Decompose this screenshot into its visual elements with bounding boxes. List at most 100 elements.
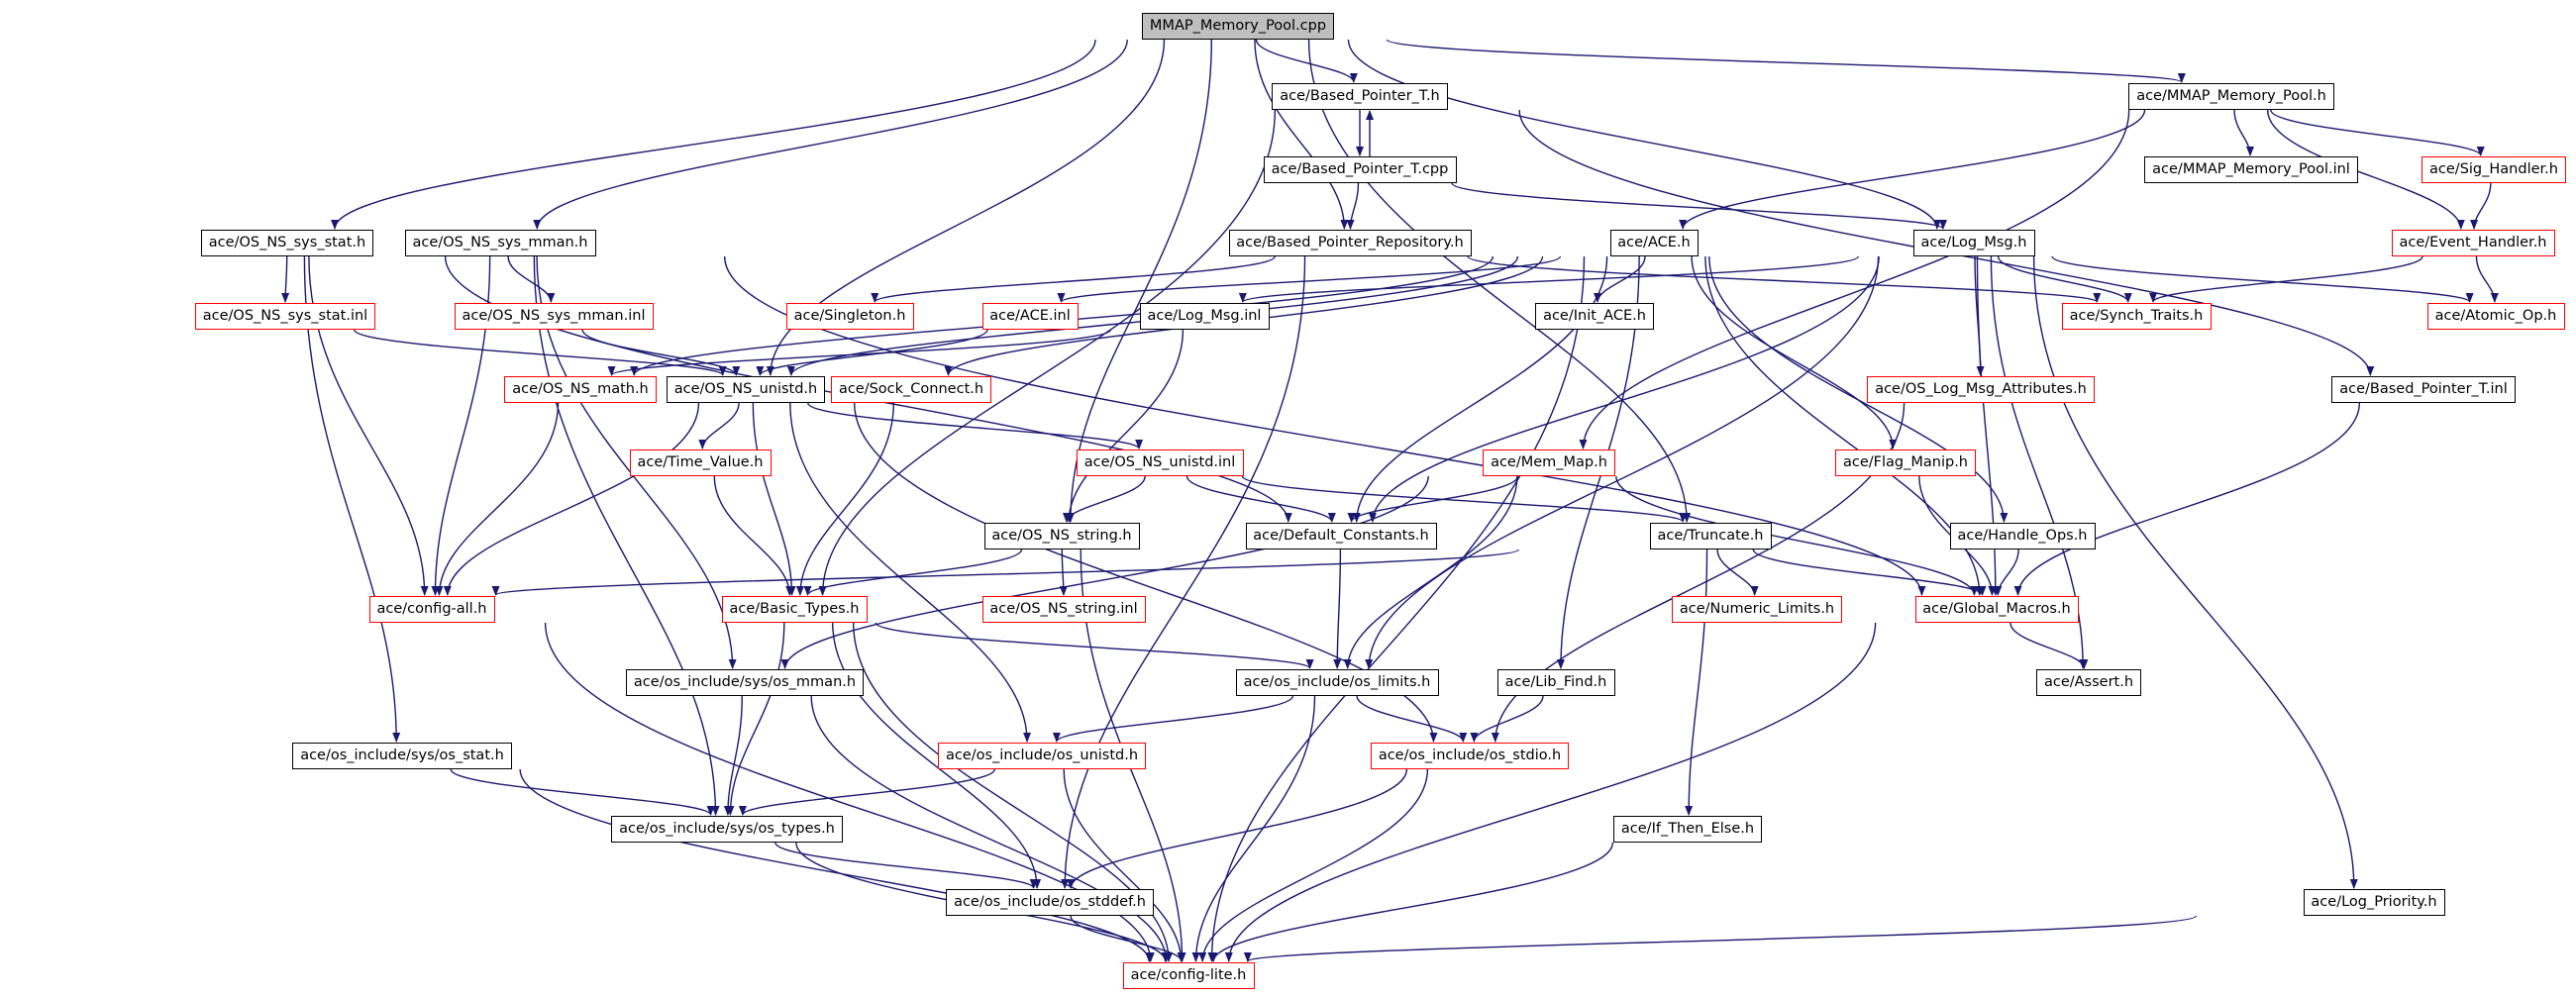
edge-ace-h-to-ace-inl [1057,255,1562,303]
node-os-types[interactable]: ace/os_include/sys/os_types.h [611,816,843,843]
node-assert-h[interactable]: ace/Assert.h [2036,669,2141,696]
node-os-sys-stat-inl[interactable]: ace/OS_NS_sys_stat.inl [195,303,375,330]
node-singleton[interactable]: ace/Singleton.h [785,303,914,330]
edge-mmap-cpp-to-based-ptr-h [1255,39,1358,83]
node-mmap-h[interactable]: ace/MMAP_Memory_Pool.h [2128,83,2334,110]
node-sig-handler[interactable]: ace/Sig_Handler.h [2421,156,2566,183]
node-os-unistd-inc[interactable]: ace/os_include/os_unistd.h [938,743,1146,769]
edge-lib-find-to-os-stdio [1470,695,1544,743]
node-numeric-limits[interactable]: ace/Numeric_Limits.h [1672,596,1842,623]
edge-os-stdio-to-config-lite [1198,768,1429,962]
node-ace-inl[interactable]: ace/ACE.inl [981,303,1079,330]
edge-os-sys-mman-inc-to-os-types [723,695,743,816]
node-os-sys-mman-inl[interactable]: ace/OS_NS_sys_mman.inl [454,303,654,330]
edge-mmap-cpp-to-truncate [1307,39,1692,523]
edge-ace-h-to-flag-manip [1691,255,1898,449]
edge-based-repo-to-synch-traits [1467,255,2101,303]
edge-based-repo-to-os-stddef [1061,255,1306,889]
node-os-sys-stat-inc[interactable]: ace/os_include/sys/os_stat.h [292,743,512,769]
edge-os-sys-stat-h-to-os-sys-stat-inc [303,255,401,743]
node-atomic-op[interactable]: ace/Atomic_Op.h [2426,303,2565,330]
node-os-sys-mman-h[interactable]: ace/OS_NS_sys_mman.h [404,230,596,256]
edge-mmap-cpp-to-mmap-h [1386,39,2186,83]
edge-based-ptr-inl-to-global-macros [2013,402,2361,596]
edge-mem-map-to-default-constants [1347,475,1519,523]
edge-os-unistd-h-to-config-all [443,402,700,596]
edge-sig-handler-to-event-handler [2470,182,2492,230]
node-lib-find[interactable]: ace/Lib_Find.h [1496,669,1615,696]
node-os-sys-mman-inc[interactable]: ace/os_include/sys/os_mman.h [626,669,864,696]
node-if-then-else[interactable]: ace/If_Then_Else.h [1613,816,1762,843]
node-based-ptr-cpp[interactable]: ace/Based_Pointer_T.cpp [1263,156,1457,183]
node-os-unistd-inl[interactable]: ace/OS_NS_unistd.inl [1076,449,1244,476]
node-synch-traits[interactable]: ace/Synch_Traits.h [2061,303,2212,330]
node-based-repo[interactable]: ace/Based_Pointer_Repository.h [1228,230,1472,256]
edge-log-msg-h-to-default-constants [1368,255,1880,523]
node-os-stdio[interactable]: ace/os_include/os_stdio.h [1371,743,1569,769]
edge-os-stdio-to-os-stddef [1067,768,1408,889]
edge-os-unistd-inl-to-truncate [1241,475,1687,523]
edge-os-unistd-inc-to-os-types [739,768,995,816]
node-based-ptr-inl[interactable]: ace/Based_Pointer_T.inl [2331,376,2516,403]
edge-os-types-to-os-stddef [774,842,1038,889]
node-mmap-cpp[interactable]: MMAP_Memory_Pool.cpp [1142,13,1334,40]
node-default-constants[interactable]: ace/Default_Constants.h [1245,523,1437,549]
node-basic-types[interactable]: ace/Basic_Types.h [721,596,868,623]
edge-basic-types-to-os-limits [875,622,1314,669]
node-based-ptr-h[interactable]: ace/Based_Pointer_T.h [1272,83,1448,110]
edge-time-value-to-basic-types [713,475,794,596]
node-sock-connect[interactable]: ace/Sock_Connect.h [831,376,991,403]
node-handle-ops[interactable]: ace/Handle_Ops.h [1949,523,2096,549]
edge-os-limits-to-config-lite [1191,695,1316,962]
node-global-macros[interactable]: ace/Global_Macros.h [1914,596,2079,623]
edge-global-macros-to-assert-h [2009,622,2089,669]
node-init-ace[interactable]: ace/Init_ACE.h [1535,303,1654,330]
edge-mmap-cpp-to-log-msg-h [1347,39,1941,230]
node-config-all[interactable]: ace/config-all.h [368,596,495,623]
edge-basic-types-to-os-stddef [832,622,1042,889]
node-config-lite[interactable]: ace/config-lite.h [1122,962,1255,989]
edge-os-math-to-config-all [435,402,560,596]
node-flag-manip[interactable]: ace/Flag_Manip.h [1835,449,1976,476]
edge-ace-inl-to-os-unistd-h [756,329,988,376]
edge-os-string-h-to-os-string-inl [1059,549,1068,596]
edge-truncate-to-numeric-limits [1716,549,1759,596]
node-os-stddef[interactable]: ace/os_include/os_stddef.h [946,889,1154,916]
node-os-log-msg-attr[interactable]: ace/OS_Log_Msg_Attributes.h [1867,376,2095,403]
node-event-handler[interactable]: ace/Event_Handler.h [2391,230,2555,256]
node-log-msg-inl[interactable]: ace/Log_Msg.inl [1139,303,1270,330]
edge-handle-ops-to-global-macros [1994,549,2019,596]
node-log-msg-h[interactable]: ace/Log_Msg.h [1912,230,2035,256]
node-mmap-inl[interactable]: ace/MMAP_Memory_Pool.inl [2144,156,2358,183]
node-mem-map[interactable]: ace/Mem_Map.h [1483,449,1615,476]
node-os-limits[interactable]: ace/os_include/os_limits.h [1235,669,1439,696]
edge-log-msg-h-to-log-msg-inl [1239,255,1860,303]
node-os-string-inl[interactable]: ace/OS_NS_string.inl [981,596,1146,623]
edge-ace-h-to-default-constants [1352,255,1608,523]
edge-mem-map-to-os-sys-mman-inc [780,475,1429,669]
edge-mmap-cpp-to-os-sys-mman-h [533,39,1128,230]
edge-global-macros-to-config-lite [1224,622,1877,962]
node-os-sys-stat-h[interactable]: ace/OS_NS_sys_stat.h [201,230,373,256]
edge-based-ptr-cpp-to-based-repo [1346,182,1360,230]
edge-os-sys-mman-inc-to-config-lite [810,695,1171,962]
edge-os-sys-stat-inl-to-os-unistd-h [354,329,727,376]
node-truncate[interactable]: ace/Truncate.h [1649,523,1772,549]
edge-os-sys-mman-h-to-os-sys-mman-inl [507,255,556,303]
edge-os-limits-to-os-stdio [1356,695,1468,743]
node-time-value[interactable]: ace/Time_Value.h [629,449,772,476]
edge-mmap-h-to-ace-h [1679,109,2146,230]
node-os-unistd-h[interactable]: ace/OS_NS_unistd.h [667,376,825,403]
edge-log-msg-h-to-os-limits [1365,255,1880,669]
edge-os-unistd-inl-to-default-constants [1185,475,1336,523]
edge-basic-types-to-os-types [726,622,785,816]
edge-os-unistd-h-to-time-value [698,402,740,449]
node-ace-h[interactable]: ace/ACE.h [1609,230,1699,256]
node-os-string-h[interactable]: ace/OS_NS_string.h [983,523,1140,549]
node-os-math[interactable]: ace/OS_NS_math.h [504,376,657,403]
edge-mmap-h-to-mem-map [1579,109,2130,449]
edge-log-msg-inl-to-os-math [607,329,1112,376]
edge-mmap-h-to-mmap-inl [2233,109,2254,156]
node-log-priority[interactable]: ace/Log_Priority.h [2303,889,2445,916]
